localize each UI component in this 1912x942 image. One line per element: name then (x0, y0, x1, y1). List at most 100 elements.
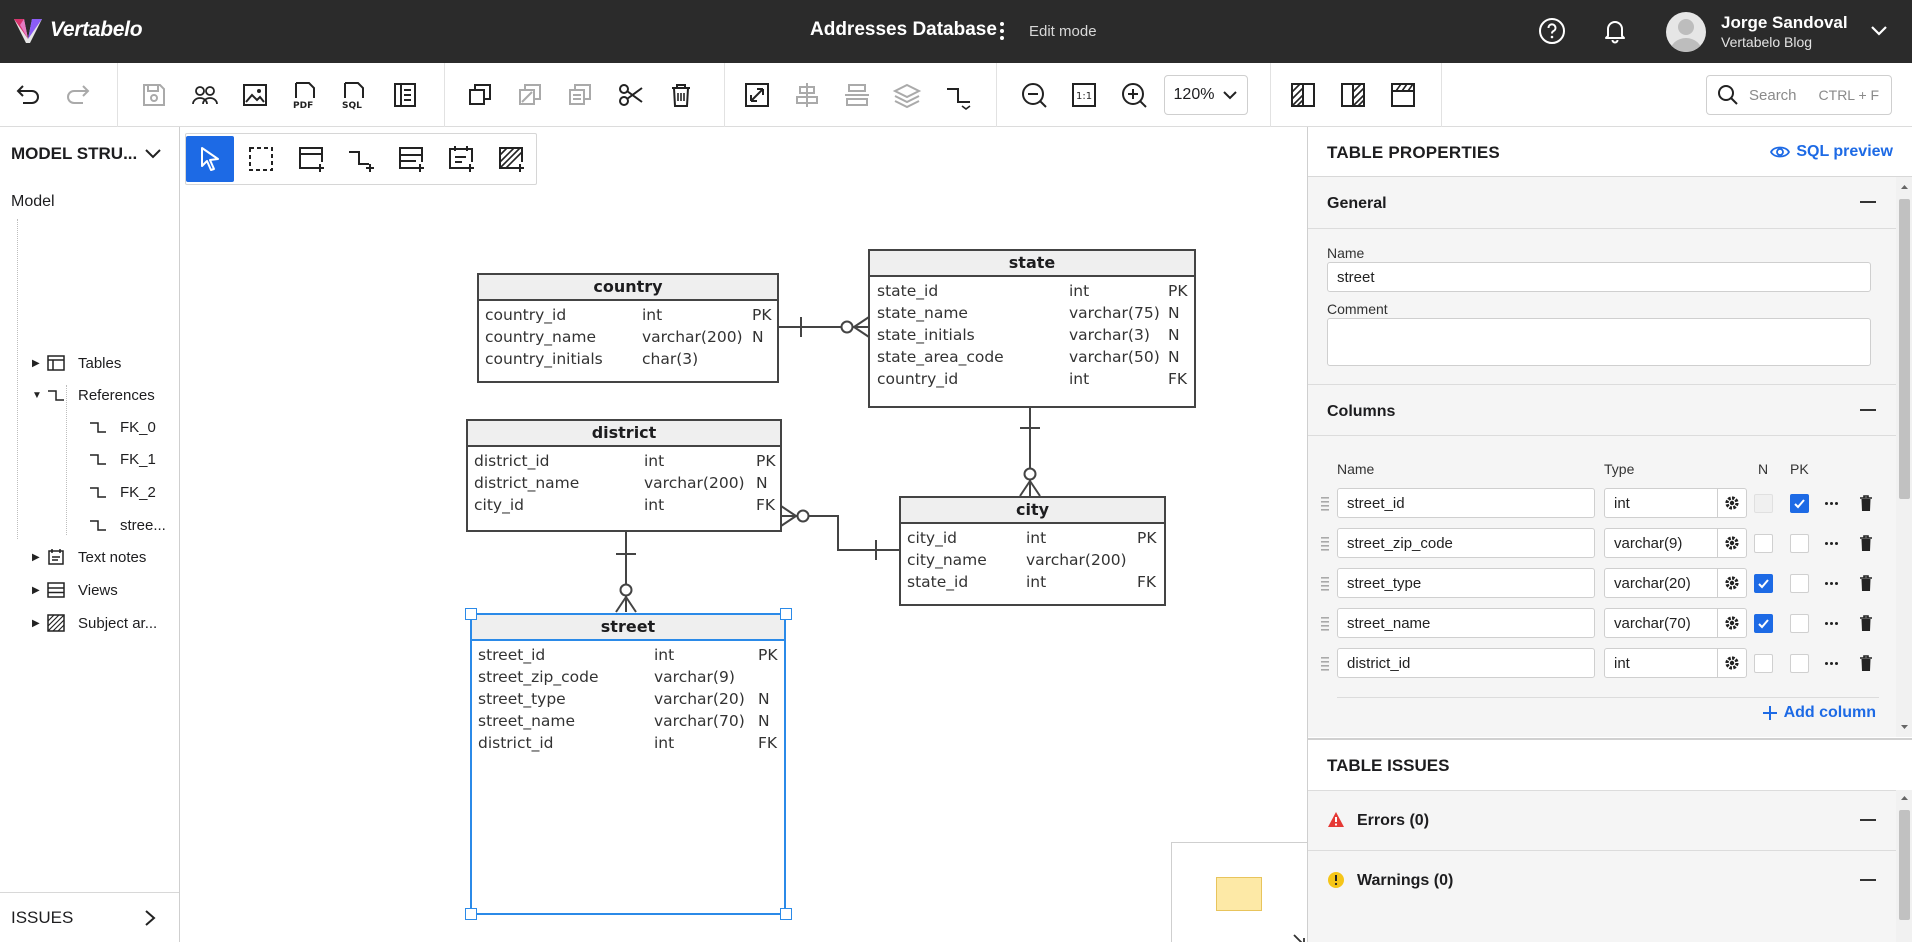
undo-button[interactable] (8, 75, 48, 115)
column-type-input[interactable] (1604, 608, 1718, 638)
add-subject-area-top-button[interactable] (1383, 75, 1423, 115)
issues-panel-toggle[interactable]: ISSUES (0, 892, 179, 942)
zoom-level-select[interactable]: 120% (1164, 75, 1248, 115)
add-subject-area-left-button[interactable] (1283, 75, 1323, 115)
caret-right-icon[interactable]: ▶ (32, 584, 40, 596)
document-title[interactable]: Addresses Database (810, 19, 997, 40)
minimap[interactable] (1171, 842, 1307, 942)
zoom-in-button[interactable] (1114, 75, 1154, 115)
delete-column-icon[interactable] (1859, 494, 1873, 512)
caret-right-icon[interactable]: ▶ (32, 551, 40, 563)
resize-arrow-icon[interactable] (1292, 933, 1306, 942)
primary-key-checkbox[interactable] (1790, 494, 1809, 513)
column-type-input[interactable] (1604, 648, 1718, 678)
reference-district-city[interactable] (782, 515, 899, 551)
tree-node-fk-1[interactable]: FK_1 (88, 447, 156, 471)
add-view-tool[interactable] (387, 136, 435, 182)
zoom-out-button[interactable] (1014, 75, 1054, 115)
primary-key-checkbox[interactable] (1790, 534, 1809, 553)
add-subject-area-right-button[interactable] (1333, 75, 1373, 115)
caret-right-icon[interactable]: ▶ (32, 617, 40, 629)
more-options-icon[interactable] (1825, 617, 1839, 629)
collaborators-button[interactable] (185, 75, 225, 115)
add-column-button[interactable]: Add column (1762, 704, 1876, 722)
copy-format-button[interactable] (510, 75, 550, 115)
caret-down-icon[interactable]: ▼ (32, 389, 42, 401)
column-name-input[interactable] (1337, 528, 1595, 558)
tree-node-fk-2[interactable]: FK_2 (88, 480, 156, 504)
help-icon[interactable] (1538, 17, 1566, 45)
document-menu-icon[interactable] (994, 18, 1010, 44)
tree-node-text-notes[interactable]: ▶ Text notes (32, 545, 146, 569)
tree-root-model[interactable]: Model (11, 193, 55, 210)
errors-section[interactable]: Errors (0) (1308, 790, 1896, 850)
paste-format-button[interactable] (560, 75, 600, 115)
column-type-input[interactable] (1604, 568, 1718, 598)
nullable-checkbox[interactable] (1754, 654, 1773, 673)
properties-scrollbar[interactable] (1896, 177, 1912, 737)
warnings-section[interactable]: Warnings (0) (1308, 850, 1896, 942)
resize-handle-bottom-right[interactable] (780, 908, 792, 920)
minimap-viewport[interactable] (1216, 877, 1262, 911)
export-image-button[interactable] (235, 75, 275, 115)
column-name-input[interactable] (1337, 608, 1595, 638)
drag-handle-icon[interactable] (1320, 495, 1330, 513)
nullable-checkbox[interactable] (1754, 614, 1773, 633)
drag-handle-icon[interactable] (1320, 615, 1330, 633)
tree-node-fk-0[interactable]: FK_0 (88, 415, 156, 439)
more-options-icon[interactable] (1825, 657, 1839, 669)
table-name-input[interactable] (1327, 262, 1871, 292)
tree-node-tables[interactable]: ▶ Tables (32, 351, 121, 375)
delete-column-icon[interactable] (1859, 534, 1873, 552)
primary-key-checkbox[interactable] (1790, 654, 1809, 673)
column-name-input[interactable] (1337, 568, 1595, 598)
more-options-icon[interactable] (1825, 537, 1839, 549)
column-type-input[interactable] (1604, 528, 1718, 558)
column-settings-button[interactable] (1717, 568, 1747, 598)
cut-button[interactable] (611, 75, 651, 115)
scroll-down-icon[interactable] (1896, 721, 1912, 733)
table-comment-textarea[interactable] (1327, 318, 1871, 366)
scrollbar-thumb[interactable] (1899, 199, 1910, 499)
add-table-tool[interactable] (287, 136, 335, 182)
tree-node-subject-areas[interactable]: ▶ Subject ar... (32, 611, 157, 635)
add-text-note-tool[interactable] (437, 136, 485, 182)
collapse-icon[interactable] (1860, 819, 1876, 821)
user-avatar[interactable] (1666, 12, 1706, 52)
add-subject-area-tool[interactable] (487, 136, 535, 182)
columns-section-header[interactable]: Columns (1308, 384, 1896, 436)
reference-style-button[interactable] (938, 75, 978, 115)
column-settings-button[interactable] (1717, 528, 1747, 558)
nullable-checkbox[interactable] (1754, 494, 1773, 513)
search-field[interactable]: Search CTRL + F (1706, 75, 1892, 115)
primary-key-checkbox[interactable] (1790, 574, 1809, 593)
align-vertical-button[interactable] (787, 75, 827, 115)
delete-column-icon[interactable] (1859, 614, 1873, 632)
column-settings-button[interactable] (1717, 648, 1747, 678)
model-details-button[interactable] (385, 75, 425, 115)
app-logo[interactable]: Vertabelo (12, 15, 143, 45)
caret-right-icon[interactable]: ▶ (32, 357, 40, 369)
delete-button[interactable] (661, 75, 701, 115)
scroll-up-icon[interactable] (1896, 181, 1912, 193)
resize-handle-bottom-left[interactable] (465, 908, 477, 920)
more-options-icon[interactable] (1825, 577, 1839, 589)
scroll-up-icon[interactable] (1896, 792, 1912, 804)
collapse-icon[interactable] (1860, 879, 1876, 881)
tree-node-references[interactable]: ▼ References (32, 383, 155, 407)
drag-handle-icon[interactable] (1320, 535, 1330, 553)
collapse-icon[interactable] (1860, 201, 1876, 203)
